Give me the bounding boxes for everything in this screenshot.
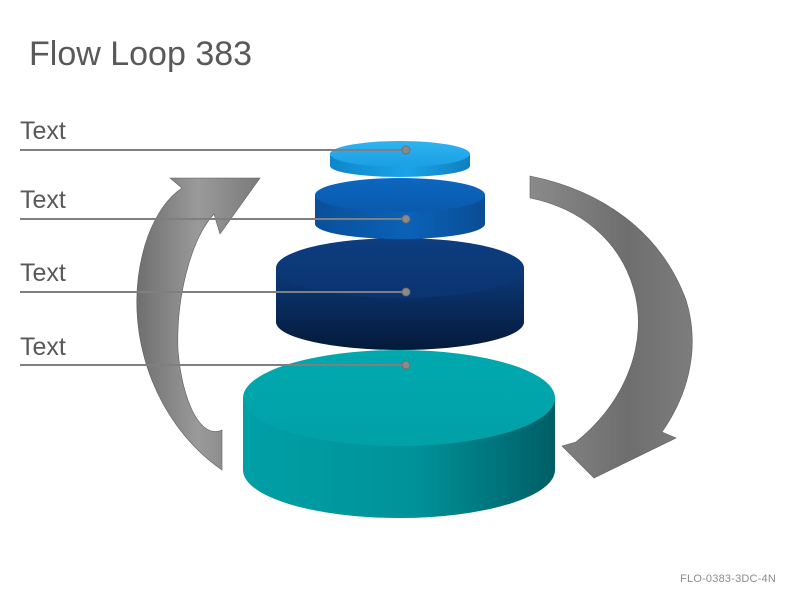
curved-arrow-down-icon — [529, 175, 693, 479]
tier-4-label: Text — [20, 333, 66, 361]
tier-1-label: Text — [20, 117, 66, 145]
slide-title: Flow Loop 383 — [29, 35, 253, 73]
leader-line-3 — [20, 287, 411, 297]
slide-code: FLO-0383-3DC-4N — [680, 573, 776, 585]
tier-3-label: Text — [20, 259, 66, 287]
tier-3-disk — [276, 238, 524, 350]
leader-line-2 — [20, 214, 411, 224]
curved-arrow-up-icon — [136, 177, 261, 471]
leader-line-4 — [20, 360, 411, 370]
tier-2-disk — [315, 178, 485, 239]
tier-1-disk — [330, 141, 470, 177]
leader-line-1 — [20, 145, 411, 155]
tier-2-label: Text — [20, 186, 66, 214]
tier-4-disk — [243, 350, 555, 518]
